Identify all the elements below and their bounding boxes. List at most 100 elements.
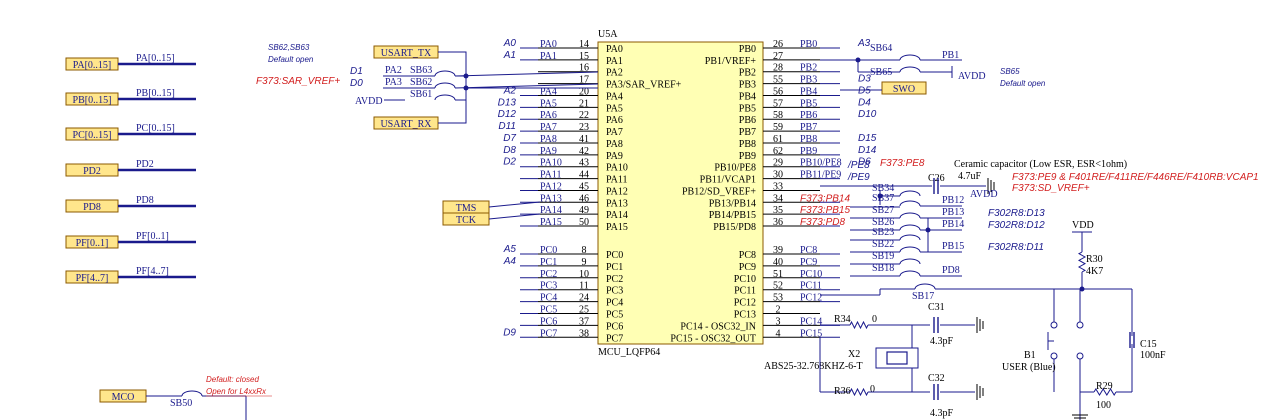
mcu-pin-name-right: PB5 — [739, 103, 756, 114]
arduino-alt-label: D6 — [858, 157, 871, 168]
mcu-pin-name-left: PC6 — [606, 321, 623, 332]
mcu-pin-number: 42 — [579, 146, 589, 157]
f373-sd-label: F373:SD_VREF+ — [1012, 183, 1090, 194]
mcu-pin-name-right: PC8 — [739, 250, 756, 261]
mcu-pin-number: 39 — [773, 245, 783, 256]
bus-port-label: PC[0..15] — [73, 130, 112, 141]
pb11-alt: /PE9 — [847, 172, 870, 183]
x2-label: X2 — [848, 349, 860, 360]
sb63-label: SB63 — [410, 65, 432, 76]
mcu-pin-number: 45 — [579, 181, 589, 192]
mcu-pin-name-right: PC12 — [734, 298, 756, 309]
mcu-pin-number: 49 — [579, 205, 589, 216]
mcu-pin-number: 28 — [773, 63, 783, 74]
arduino-alt-label: A3 — [857, 38, 871, 49]
r36-value: 0 — [870, 384, 875, 395]
sb23-bridge — [899, 234, 921, 241]
mcu-pin-number: 62 — [773, 146, 783, 157]
net-label: PB11/PE9 — [800, 170, 841, 181]
net-label: PA10 — [540, 158, 562, 169]
mcu-pin-name-left: PC3 — [606, 286, 623, 297]
bus-port-label: PA[0..15] — [73, 60, 112, 71]
sb61-label: SB61 — [410, 89, 432, 100]
wire — [488, 201, 541, 208]
f373-pe9-label: F373:PE9 & F401RE/F411RE/F446RE/F410RB:V… — [1012, 172, 1259, 183]
mcu-pin-name-left: PC4 — [606, 298, 623, 309]
sb65-note: SB65 — [1000, 67, 1020, 76]
mco-label: MCO — [112, 392, 135, 403]
mcu-pin-name-left: PA0 — [606, 44, 623, 55]
net-label: PC7 — [540, 328, 557, 339]
d1-label: D1 — [350, 66, 363, 77]
pb15-net: PB15 — [942, 241, 964, 252]
mcu-pin-number: 61 — [773, 134, 783, 145]
bus-net-label: PD2 — [136, 159, 154, 170]
x2-crystal — [875, 347, 919, 369]
r36-resistor — [849, 387, 869, 397]
wire — [454, 83, 599, 89]
f302-d12: F302R8:D12 — [988, 220, 1045, 231]
r34-value: 0 — [872, 314, 877, 325]
mcu-pin-name-left: PC7 — [606, 333, 623, 344]
sb34-bridge — [899, 190, 921, 197]
net-label: PA12 — [540, 181, 562, 192]
mcu-body — [597, 41, 764, 345]
arduino-alt-label: D9 — [503, 327, 516, 338]
mcu-pin-name-left: PA6 — [606, 115, 623, 126]
net-label: PC0 — [540, 245, 557, 256]
c15-value: 100nF — [1140, 350, 1166, 361]
mcu-pin-number: 25 — [579, 305, 589, 316]
mcu-pin-number: 26 — [773, 39, 783, 50]
net-label: F373:PB14 — [800, 193, 850, 204]
b1-contact — [1050, 321, 1058, 329]
mcu-pin-number: 41 — [579, 134, 589, 145]
mcu-pin-name-right: PB0 — [739, 44, 756, 55]
mcu-pin-number: 53 — [773, 293, 783, 304]
d0-label: D0 — [350, 78, 363, 89]
net-label: PA15 — [540, 217, 562, 228]
sb19-label: SB19 — [872, 251, 894, 262]
net-label: PB0 — [800, 39, 817, 50]
mcu-pin-name-right: PC13 — [734, 310, 756, 321]
mcu-pin-name-right: PB9 — [739, 151, 756, 162]
bus-net-label: PD8 — [136, 195, 154, 206]
net-label: PB3 — [800, 75, 817, 86]
bus-port-label: PD2 — [83, 166, 101, 177]
arduino-alt-label: D13 — [498, 97, 517, 108]
net-label: PC10 — [800, 269, 822, 280]
net-label: PA14 — [540, 205, 562, 216]
sb37-label: SB37 — [872, 193, 894, 204]
mcu-pin-number: 33 — [773, 181, 783, 192]
mcu-pin-number: 38 — [579, 328, 589, 339]
r36-label: R36 — [834, 386, 851, 397]
net-label: PC2 — [540, 269, 557, 280]
c15-label: C15 — [1140, 339, 1157, 350]
arduino-alt-label: A5 — [503, 244, 517, 255]
arduino-alt-label: D4 — [858, 97, 871, 108]
sb18-bridge — [899, 270, 921, 277]
mcu-pin-number: 57 — [773, 98, 783, 109]
arduino-alt-label: D2 — [503, 157, 516, 168]
r34-label: R34 — [834, 314, 851, 325]
mcu-pin-number: 22 — [579, 110, 589, 121]
pd8-net: PD8 — [942, 265, 960, 276]
mcu-pin-name-right: PC11 — [734, 286, 756, 297]
swo-label: SWO — [893, 84, 915, 95]
b1-desc: USER (Blue) — [1002, 362, 1056, 373]
mcu-pin-name-left: PA9 — [606, 151, 623, 162]
mcu-pin-number: 29 — [773, 158, 783, 169]
bus-port-label: PD8 — [83, 202, 101, 213]
mcu-pin-name-right: PB10/PE8 — [714, 163, 756, 174]
mcu-pin-number: 40 — [773, 257, 783, 268]
usart-tx-wire — [438, 51, 467, 77]
net-label: PC9 — [800, 257, 817, 268]
mcu-pin-name-left: PA14 — [606, 210, 628, 221]
c26-avdd: AVDD — [970, 189, 998, 200]
net-label: PC12 — [800, 293, 822, 304]
ground-symbol — [976, 317, 984, 333]
mcu-pin-name-right: PB1/VREF+ — [705, 56, 757, 67]
sb17-label: SB17 — [912, 291, 934, 302]
mcu-pin-name-right: PB4 — [739, 91, 756, 102]
mcu-pin-number: 44 — [579, 170, 589, 181]
